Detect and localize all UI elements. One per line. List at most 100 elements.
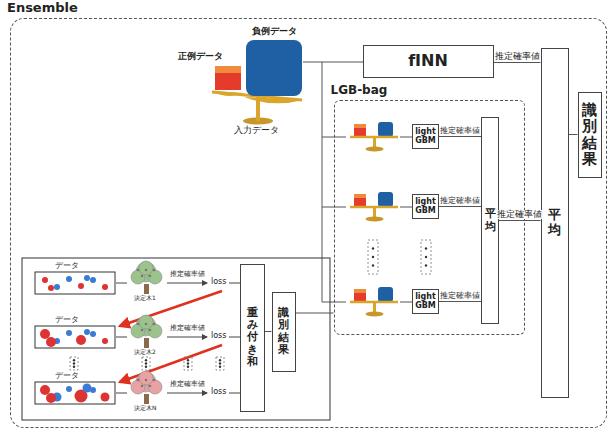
model-box: light GBM — [412, 194, 439, 219]
tree-node — [145, 269, 148, 272]
average-box: 平均 — [541, 48, 569, 398]
connector — [296, 313, 334, 314]
tree-trunk — [144, 338, 149, 348]
arrow — [167, 393, 207, 394]
boosting-row — [35, 315, 240, 382]
connector — [569, 134, 578, 135]
box-label: 平均 — [485, 208, 496, 232]
ellipsis-dot — [187, 366, 189, 368]
tree-node — [149, 329, 152, 332]
edge-label: 推定確率値 — [439, 292, 481, 300]
ellipsis-dot — [187, 362, 189, 364]
data-point — [46, 393, 56, 403]
ellipsis-dot — [145, 359, 147, 361]
edge-label: 推定確率値 — [496, 210, 543, 219]
bag-scale — [350, 287, 398, 317]
wire — [116, 337, 127, 338]
positive-data-block-top — [215, 66, 241, 73]
wire — [229, 337, 240, 338]
wire — [116, 283, 127, 284]
bag-scale — [350, 122, 398, 152]
box-label: fINN — [408, 52, 448, 70]
arrow — [167, 283, 207, 284]
input-wire — [303, 62, 363, 63]
connector — [439, 136, 481, 137]
box-label: 重み付き和 — [247, 307, 258, 367]
tree-node — [149, 385, 152, 388]
model-box: light GBM — [412, 289, 439, 314]
tree-node — [137, 379, 140, 382]
ellipsis-dot — [372, 256, 374, 258]
data-point — [84, 275, 90, 281]
ellipsis-dot — [145, 362, 147, 364]
box-label: 識別結果 — [278, 307, 289, 355]
box-label: light GBM — [413, 198, 438, 216]
reweight-arrow — [120, 291, 222, 326]
ellipsis-column — [368, 240, 378, 274]
input-wire — [322, 62, 323, 302]
ellipsis-column — [70, 357, 78, 370]
connector — [439, 301, 481, 302]
data-label: データ — [55, 372, 79, 381]
boosting-panel — [22, 258, 330, 420]
wire — [116, 393, 127, 394]
input-label: 入力データ — [234, 126, 279, 136]
result-box: 識別結果 — [578, 92, 602, 178]
data-point — [102, 338, 108, 344]
class-label: 負例データ — [252, 27, 297, 37]
ellipsis-column — [184, 357, 192, 370]
bag-scale — [350, 192, 398, 222]
average-box: 平均 — [481, 117, 499, 324]
output-label: 推定確率値 — [170, 381, 205, 389]
data-point — [101, 393, 110, 402]
tree-node — [153, 323, 156, 326]
ellipsis-frame — [216, 357, 224, 370]
tree-node — [137, 269, 140, 272]
ellipsis-column — [421, 240, 431, 274]
reweight-arrow — [120, 345, 222, 382]
connector — [265, 331, 272, 332]
scale-pan — [211, 91, 245, 96]
ellipsis-column — [142, 357, 150, 370]
tree-canopy — [139, 315, 153, 329]
positive-data-block — [215, 66, 241, 90]
result-box: 識別結果 — [272, 292, 296, 372]
tree-node — [141, 385, 144, 388]
connector — [494, 62, 541, 63]
data-label: データ — [55, 262, 79, 271]
ellipsis-dot — [425, 264, 427, 266]
box-label: 平均 — [548, 208, 561, 237]
tree-node — [141, 275, 144, 278]
ellipsis-dot — [73, 362, 75, 364]
tree-trunk — [144, 284, 149, 294]
boosting-row — [35, 261, 240, 326]
ellipsis-frame — [368, 240, 378, 274]
ellipsis-dot — [145, 366, 147, 368]
tree-label: 決定木2 — [134, 349, 156, 356]
data-point — [78, 283, 84, 289]
ellipsis-column — [216, 357, 224, 370]
ellipsis-dot — [219, 362, 221, 364]
edge-label: 推定確率値 — [439, 197, 481, 205]
data-point — [48, 285, 54, 291]
model-box: fINN — [363, 45, 494, 78]
data-point — [90, 277, 96, 283]
data-point — [84, 329, 90, 335]
ellipsis-dot — [425, 247, 427, 249]
loss-label: loss — [211, 332, 226, 341]
ellipsis-dot — [372, 247, 374, 249]
tree-node — [145, 323, 148, 326]
tree-node — [153, 379, 156, 382]
output-label: 推定確率値 — [170, 325, 205, 333]
tree-node — [141, 329, 144, 332]
tree-node — [145, 379, 148, 382]
model-box: light GBM — [412, 124, 439, 149]
box-label: 識別結果 — [582, 102, 597, 168]
ellipsis-dot — [73, 366, 75, 368]
scale-to-model-wire — [400, 137, 413, 302]
data-point — [54, 284, 60, 290]
output-label: 推定確率値 — [170, 271, 205, 279]
ensemble-region: EnsemblefINNLGB-baglight GBMlight GBMlig… — [10, 18, 607, 428]
data-point — [90, 331, 96, 337]
